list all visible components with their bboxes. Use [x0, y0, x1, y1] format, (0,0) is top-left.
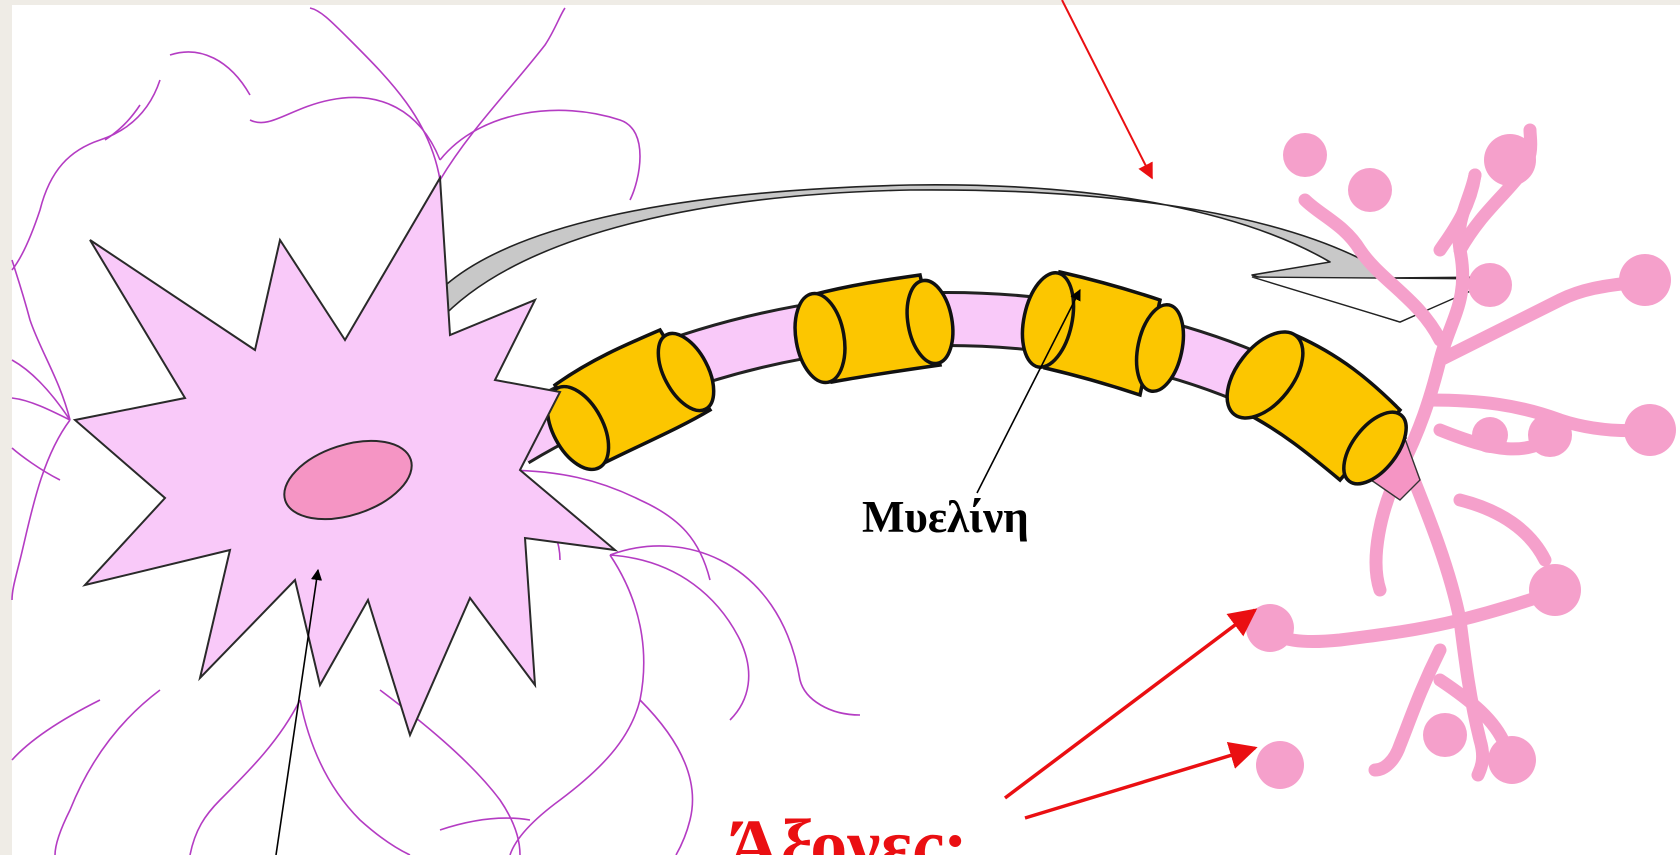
- myelin-label: Μυελίνη: [862, 492, 1029, 542]
- axons-label: Άξονες:: [727, 805, 968, 855]
